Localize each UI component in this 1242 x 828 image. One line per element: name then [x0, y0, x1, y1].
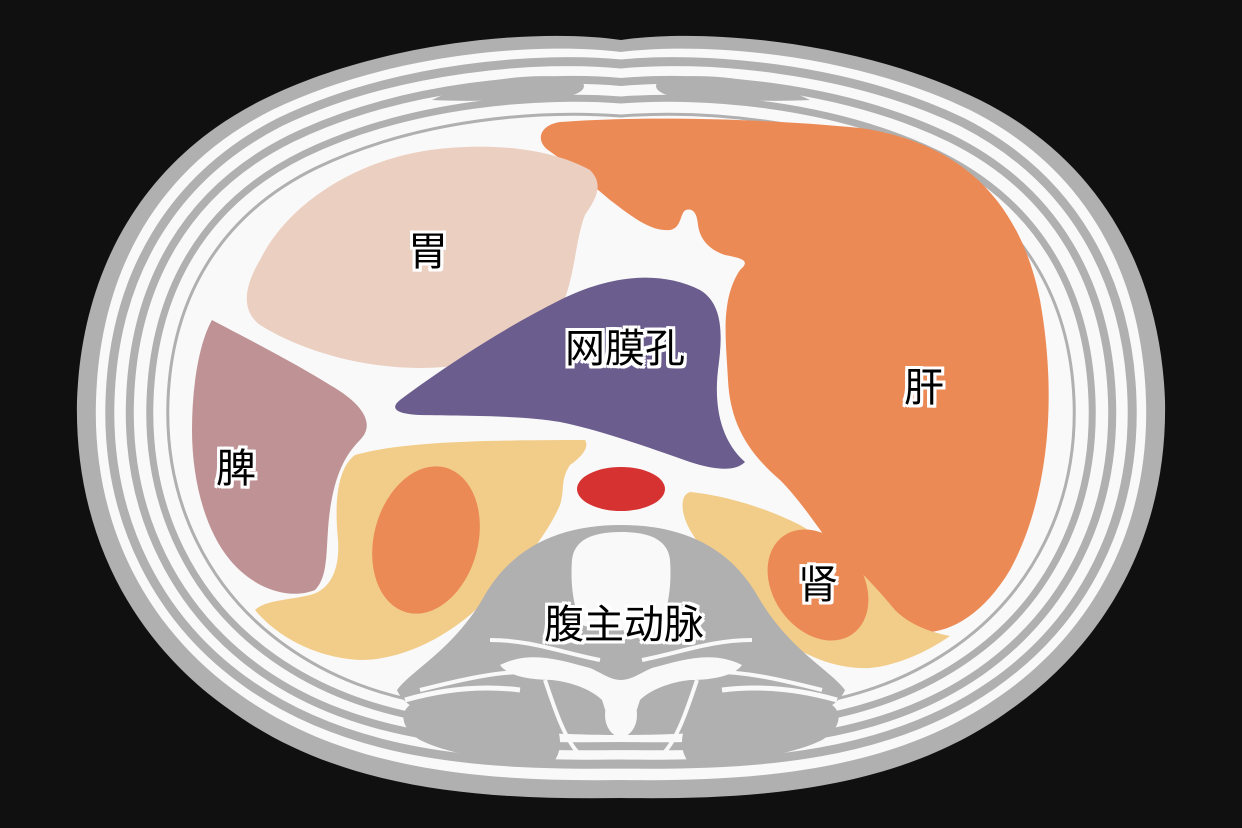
vertebral-column: [397, 525, 845, 762]
label-abdominal-aorta: 腹主动脉: [544, 602, 704, 648]
label-kidney: 肾: [798, 562, 838, 608]
right-kidney: [767, 529, 869, 641]
rectus-muscle-right: [656, 76, 810, 101]
spleen: [192, 320, 367, 594]
left-kidney: [372, 466, 480, 614]
label-liver: 肝: [904, 365, 944, 411]
epiploic-foramen: [395, 277, 745, 469]
label-stomach: 胃: [408, 229, 448, 275]
rectus-muscle-left: [432, 76, 584, 101]
aorta: [577, 467, 665, 511]
liver: [540, 118, 1049, 633]
stomach: [246, 146, 598, 368]
label-spleen: 脾: [216, 446, 256, 492]
label-epiploic-foramen: 网膜孔: [565, 326, 685, 372]
